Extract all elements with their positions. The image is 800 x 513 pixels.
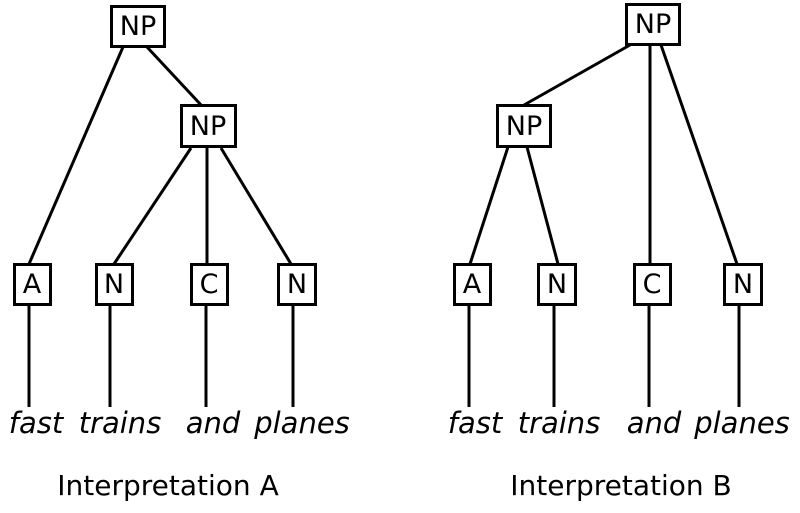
tree-a-word-trains: trains (78, 406, 162, 440)
tree-a-edge-1 (145, 45, 204, 108)
tree-b-edge-4 (525, 146, 560, 265)
tree-a-word-and: and (185, 406, 241, 440)
tree-b-word-trains: trains (517, 406, 601, 440)
tree-a-word-fast: fast (8, 406, 64, 440)
tree-b-word-and: and (626, 406, 682, 440)
tree-b-edge-0 (523, 43, 631, 107)
tree-a-edge-0 (27, 46, 125, 265)
tree-a-edge-2 (112, 147, 193, 265)
tree-b-word-planes: planes (694, 406, 790, 440)
tree-b-node-c: C (632, 262, 672, 306)
tree-b-edge-3 (468, 146, 510, 265)
tree-a-word-planes: planes (254, 406, 350, 440)
tree-a-edge-4 (219, 147, 293, 265)
tree-a-node-a: A (12, 262, 52, 306)
tree-b-word-fast: fast (447, 406, 503, 440)
tree-a-node-np-root: NP (110, 4, 166, 48)
caption-interpretation-b: Interpretation B (510, 469, 732, 502)
tree-b-node-np-root: NP (625, 2, 681, 46)
tree-a-node-n1: N (94, 262, 134, 306)
tree-b-node-a: A (452, 262, 492, 306)
tree-a-node-np-inner: NP (179, 104, 237, 148)
caption-interpretation-a: Interpretation A (57, 469, 279, 502)
tree-b-node-n2: N (723, 262, 763, 306)
tree-a-node-n2: N (277, 262, 317, 306)
tree-b-node-n1: N (537, 262, 577, 306)
tree-b-edge-2 (659, 44, 739, 265)
tree-a-node-c: C (189, 262, 229, 306)
tree-b-node-np-inner: NP (496, 104, 552, 148)
